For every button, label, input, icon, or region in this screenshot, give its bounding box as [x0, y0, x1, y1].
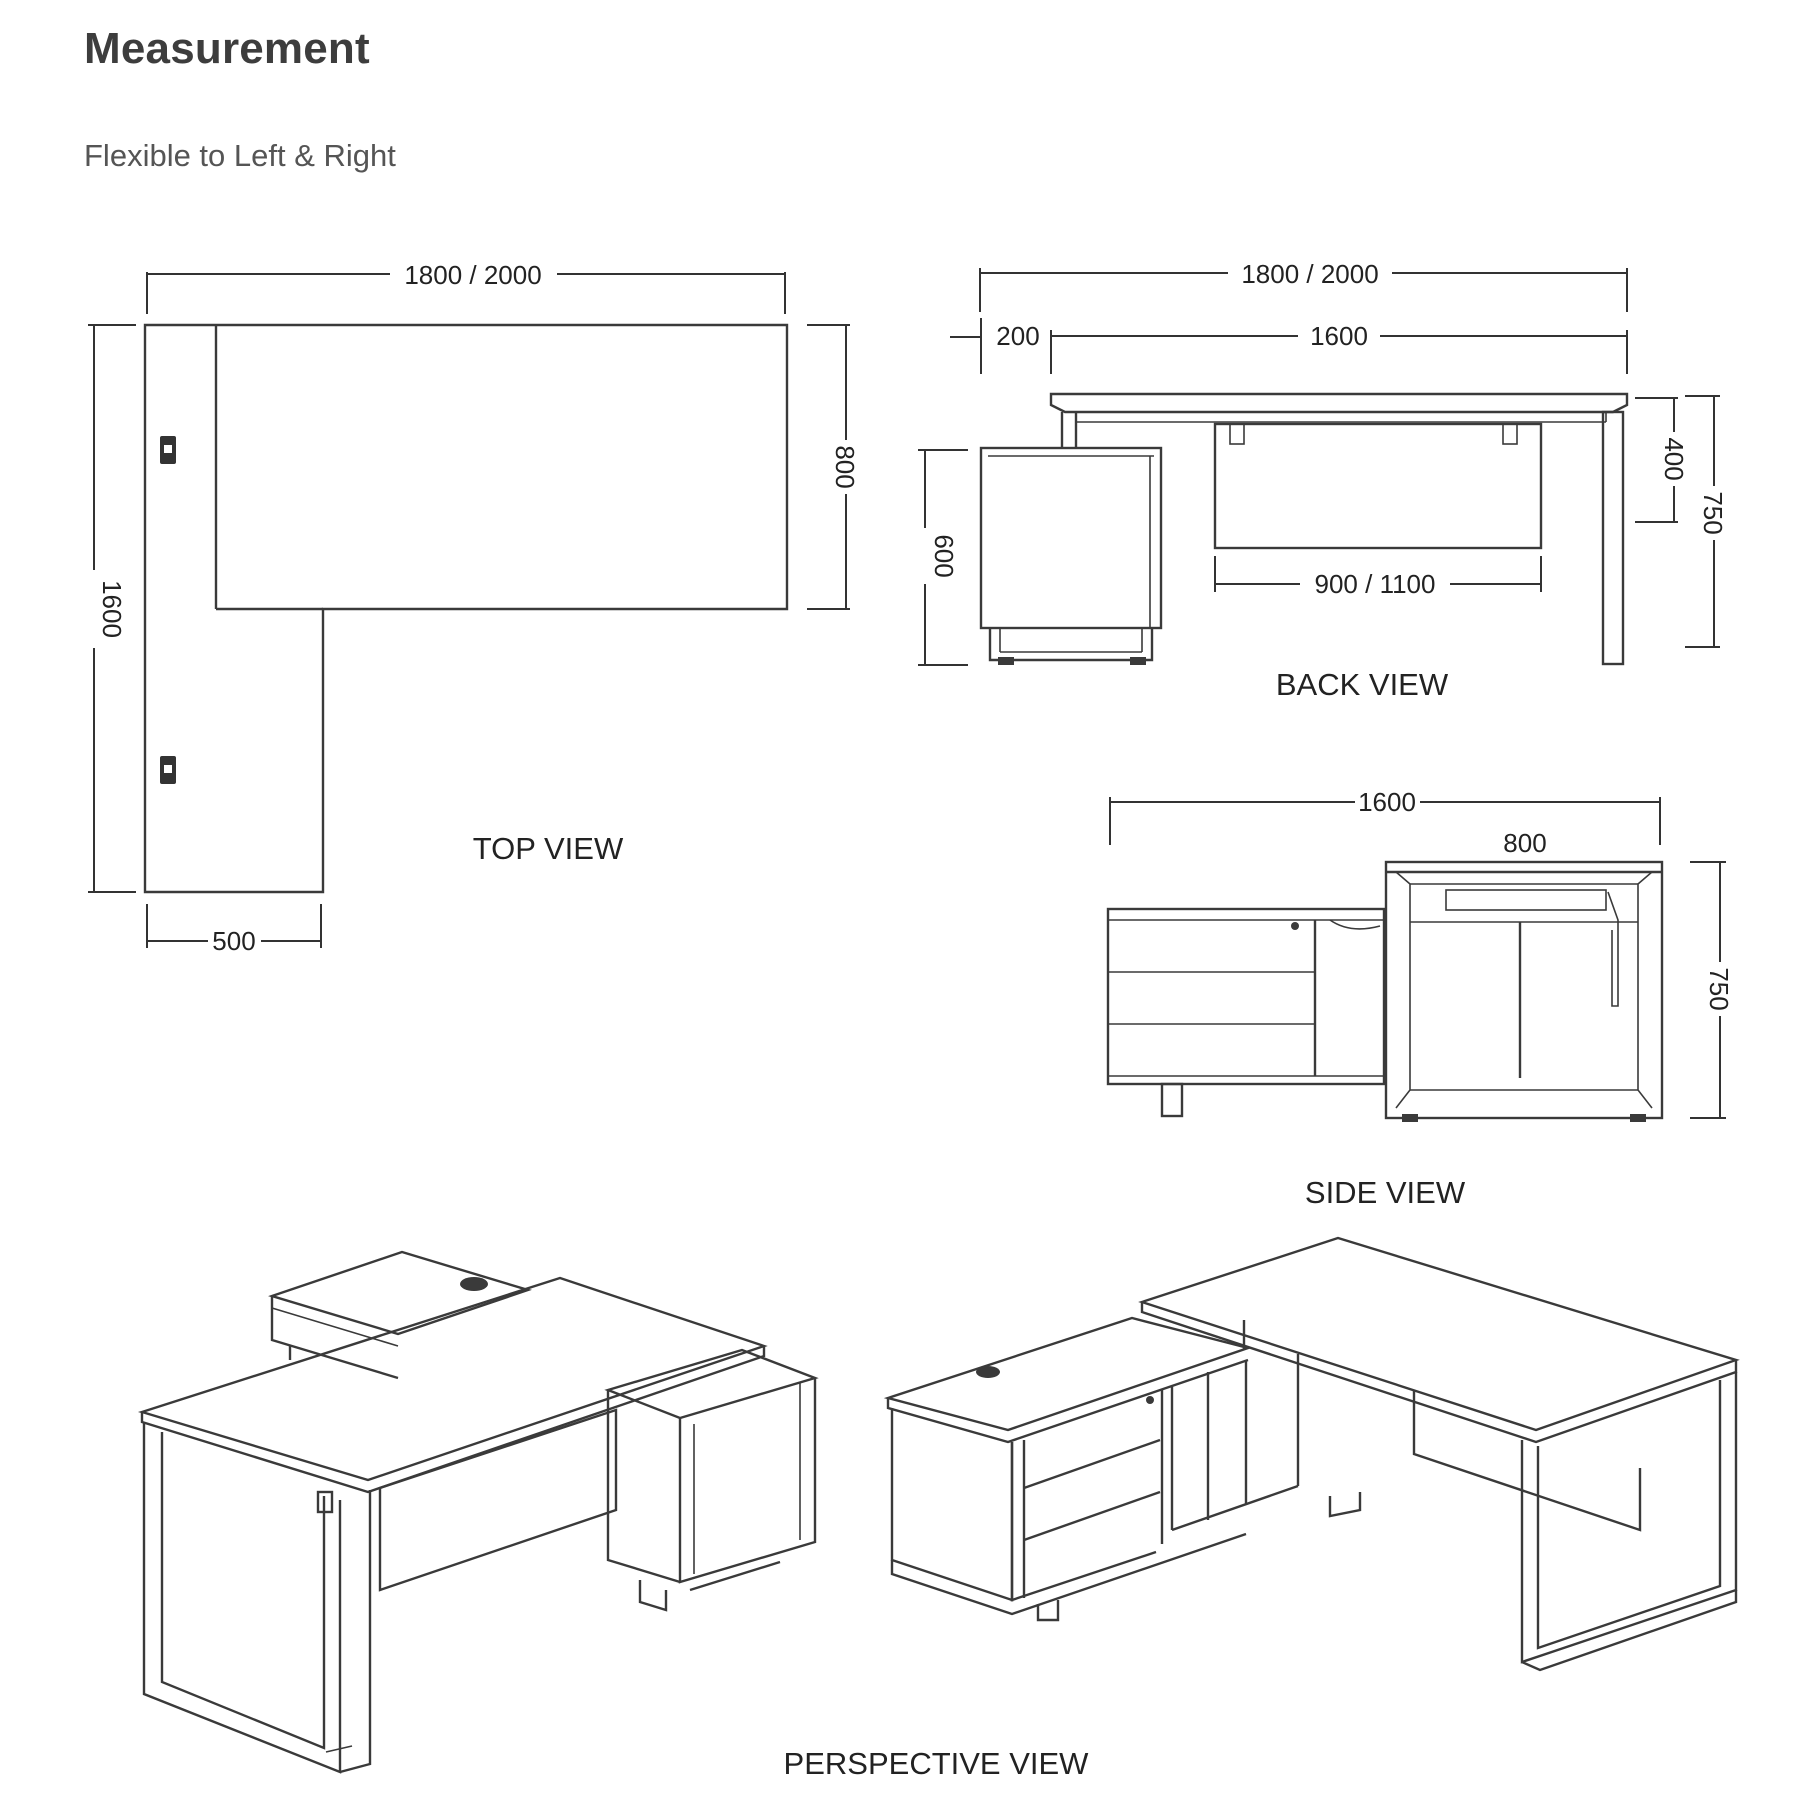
page-title: Measurement: [84, 24, 370, 73]
dim-side-length: 1600: [1109, 787, 1661, 845]
perspective-right-desktop: [1138, 1236, 1740, 1432]
side-view: 1600 800 750 SIDE VIEW: [1106, 787, 1734, 1210]
side-view-label: SIDE VIEW: [1305, 1175, 1466, 1210]
back-pedestal: [979, 446, 1163, 630]
back-right-leg: [1601, 410, 1625, 666]
dim-back-height: 750: [1685, 395, 1728, 648]
dim-label: 1600: [1358, 787, 1416, 817]
dim-back-panel-drop: 400: [1635, 397, 1689, 523]
modesty-panel: [1213, 422, 1543, 550]
dim-label: 750: [1704, 967, 1734, 1010]
top-view: 1800 / 2000 1600 800 500 TOP VIEW: [88, 260, 860, 956]
top-view-label: TOP VIEW: [473, 831, 624, 866]
dim-label: 900 / 1100: [1315, 569, 1436, 599]
dim-label: 500: [212, 926, 255, 956]
dim-back-width: 1800 / 2000: [979, 259, 1628, 312]
dim-top-depth: 1600: [88, 324, 136, 893]
back-desktop: [1049, 392, 1629, 414]
dim-back-offset: 200: [950, 318, 1040, 374]
dim-label: 600: [929, 534, 959, 577]
dim-label: 1600: [1310, 321, 1368, 351]
dim-side-height: 750: [1690, 861, 1734, 1119]
dim-label: 1600: [97, 580, 127, 638]
dim-label: 750: [1698, 491, 1728, 534]
dim-label: 1800 / 2000: [1241, 259, 1378, 289]
dim-top-desk-depth: 800: [807, 324, 860, 610]
dim-top-return: 500: [146, 904, 322, 956]
dim-back-pedestal-height: 600: [918, 449, 968, 666]
dim-label: 200: [996, 321, 1039, 351]
perspective-view-label: PERSPECTIVE VIEW: [784, 1746, 1090, 1781]
dim-top-width: 1800 / 2000: [146, 260, 786, 314]
side-credenza: [1106, 907, 1386, 1086]
perspective-left: [137, 1250, 819, 1774]
back-view-label: BACK VIEW: [1276, 667, 1449, 702]
dim-side-desk-depth: 800: [1503, 828, 1546, 858]
dim-label: 400: [1659, 437, 1689, 480]
perspective-right: [883, 1236, 1740, 1672]
side-desk-frame: [1384, 860, 1664, 1120]
dim-back-modesty: 900 / 1100: [1214, 556, 1542, 599]
page-subtitle: Flexible to Left & Right: [84, 138, 396, 173]
dim-label: 800: [830, 445, 860, 488]
dim-label: 1800 / 2000: [404, 260, 541, 290]
back-view: 1800 / 2000 200 1600 900 / 1100: [918, 259, 1728, 702]
dim-back-desk-length: 1600: [1050, 321, 1628, 374]
